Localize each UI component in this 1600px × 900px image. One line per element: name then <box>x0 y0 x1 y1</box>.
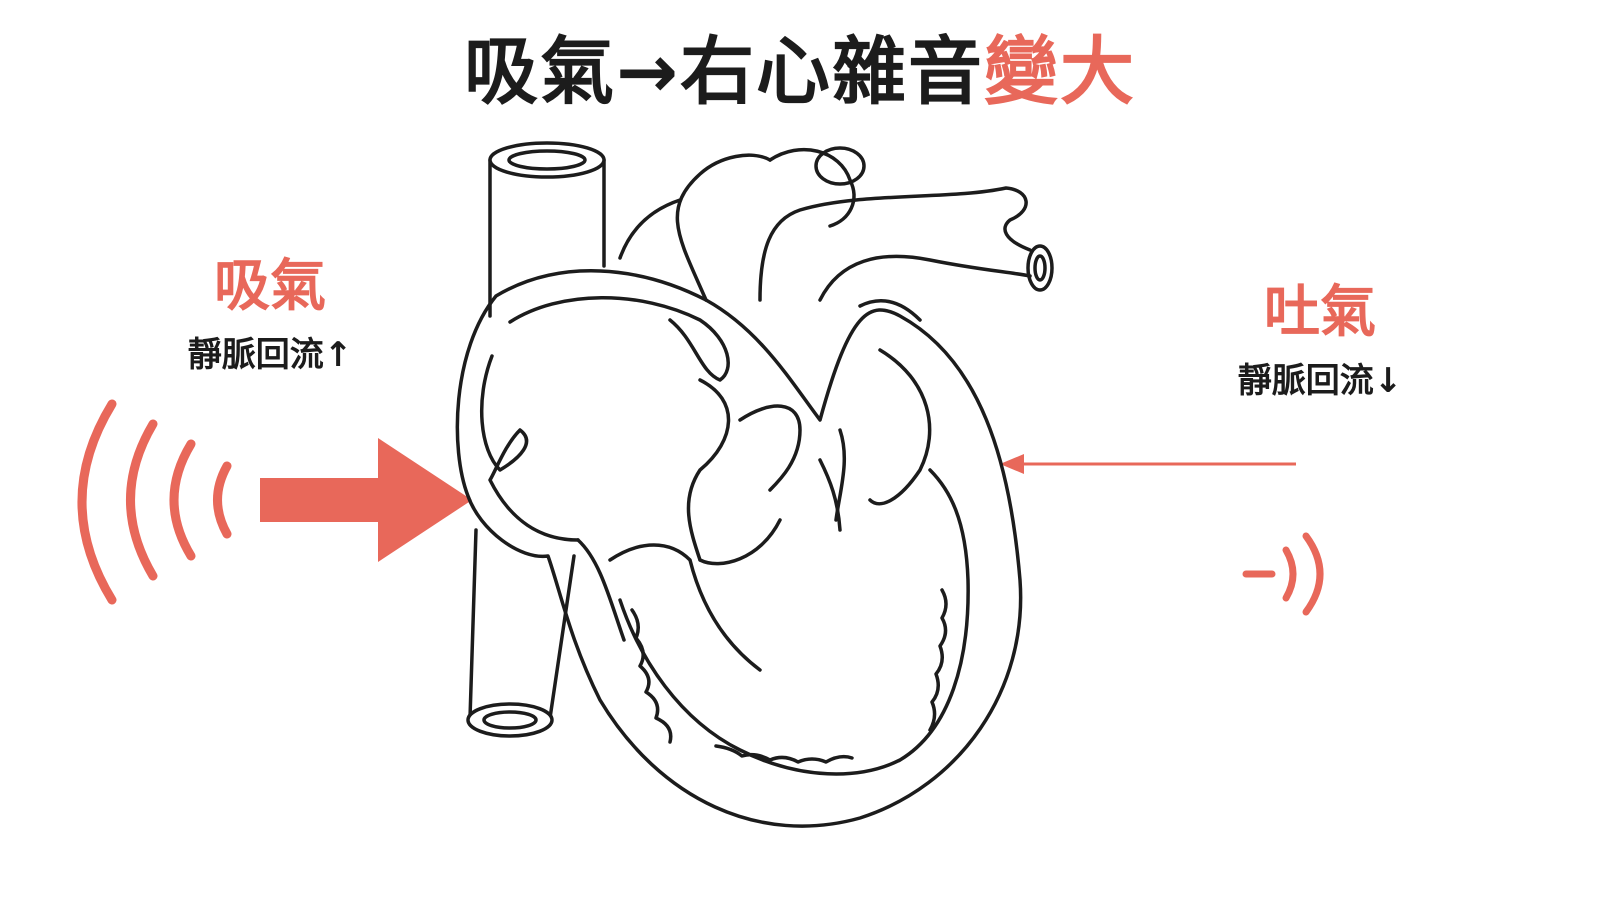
page-title: 吸氣→右心雜音變大 <box>0 22 1600 122</box>
inhale-detail: 靜脈回流↑ <box>187 335 353 375</box>
title-prefix: 吸氣→右心雜音 <box>463 29 984 115</box>
strong-sound-wave-icon <box>77 399 232 605</box>
large-arrow-icon <box>260 438 472 562</box>
inhale-label: 吸氣 <box>214 254 326 319</box>
heart-illustration <box>455 141 1054 828</box>
thin-arrow-icon <box>1000 454 1296 474</box>
title-accent: 變大 <box>984 29 1136 115</box>
inhale-label-group: 吸氣 靜脈回流↑ <box>160 252 380 380</box>
exhale-label-group: 吐氣 靜脈回流↓ <box>1200 278 1440 406</box>
exhale-label: 吐氣 <box>1264 280 1376 345</box>
weak-sound-wave-icon <box>1242 532 1324 616</box>
exhale-detail: 靜脈回流↓ <box>1237 361 1403 401</box>
